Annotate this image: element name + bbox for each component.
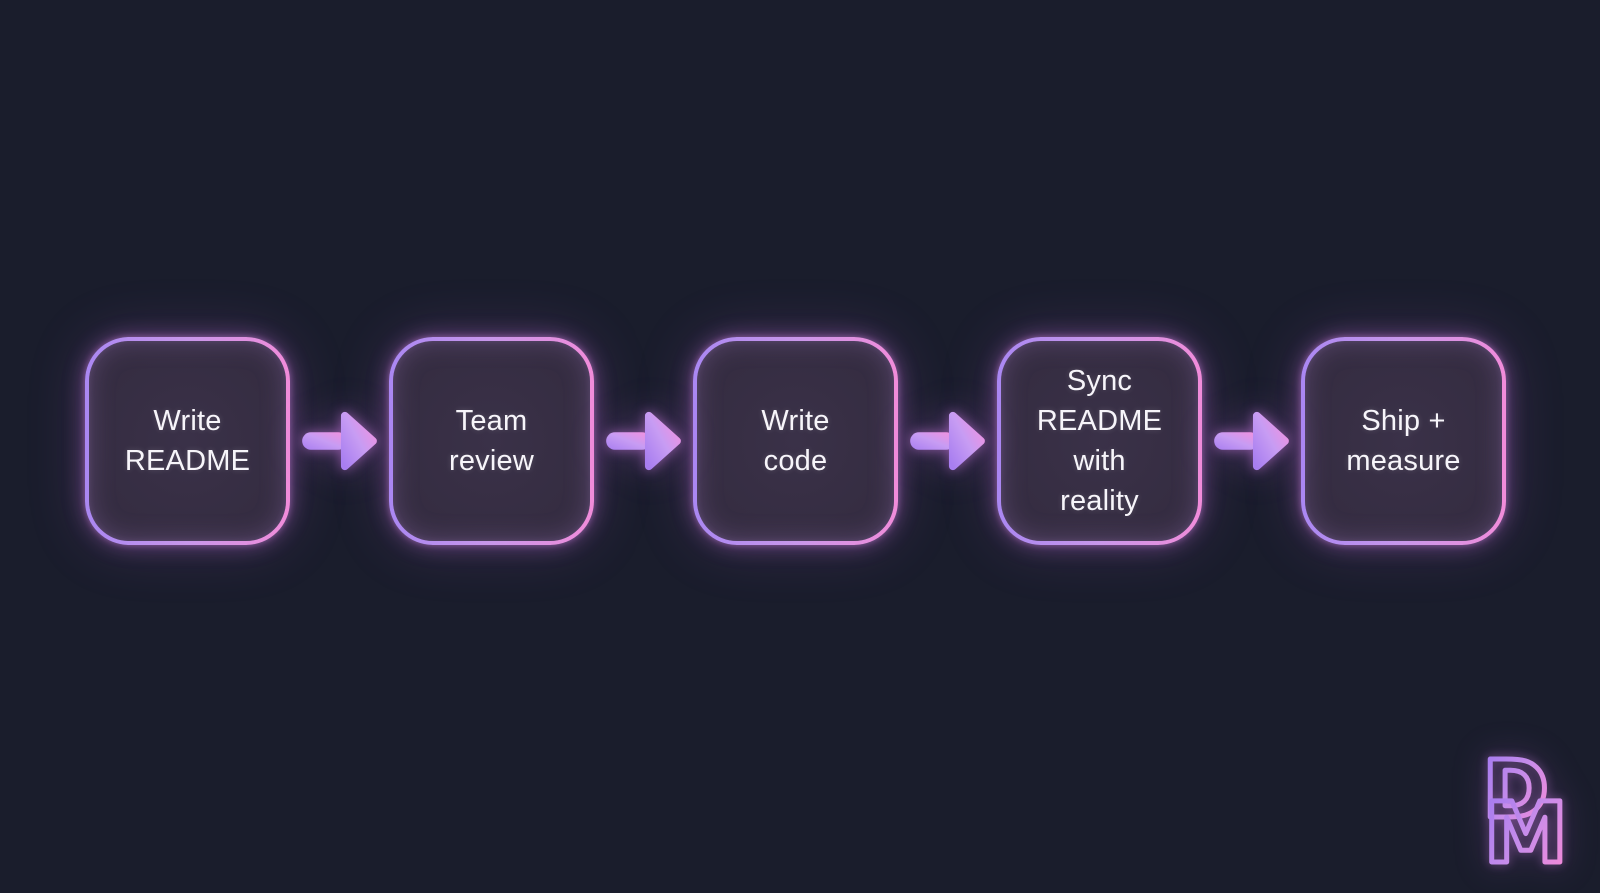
flowchart: Write README Team review Write code [85,337,1506,545]
logo-letter-m: M [1484,784,1568,867]
flow-step-write-code: Write code [693,337,898,545]
arrow-right-icon [301,411,377,471]
flow-step-label: Sync README with reality [1036,365,1163,517]
arrow-right-icon [605,411,681,471]
logo-letter-d: D [1483,744,1549,836]
flow-step-label: Team review [449,405,534,477]
arrow-right-icon [909,411,985,471]
flow-step-body: Write README [89,341,286,541]
flow-step-write-readme: Write README [85,337,290,545]
flow-step-body: Ship + measure [1305,341,1502,541]
flow-connector [290,337,389,545]
flow-step-body: Write code [697,341,894,541]
flow-step-body: Sync README with reality [1001,341,1198,541]
flow-step-label: Ship + measure [1346,405,1461,477]
flow-connector [1202,337,1301,545]
flow-step-body: Team review [393,341,590,541]
flow-step-team-review: Team review [389,337,594,545]
flow-step-ship-measure: Ship + measure [1301,337,1506,545]
flow-step-sync-readme-with-reality: Sync README with reality [997,337,1202,545]
flow-step-label: Write README [124,405,251,477]
dm-logo: D M [1481,742,1571,867]
flow-connector [898,337,997,545]
arrow-right-icon [1213,411,1289,471]
flow-connector [594,337,693,545]
flow-step-label: Write code [761,405,830,477]
